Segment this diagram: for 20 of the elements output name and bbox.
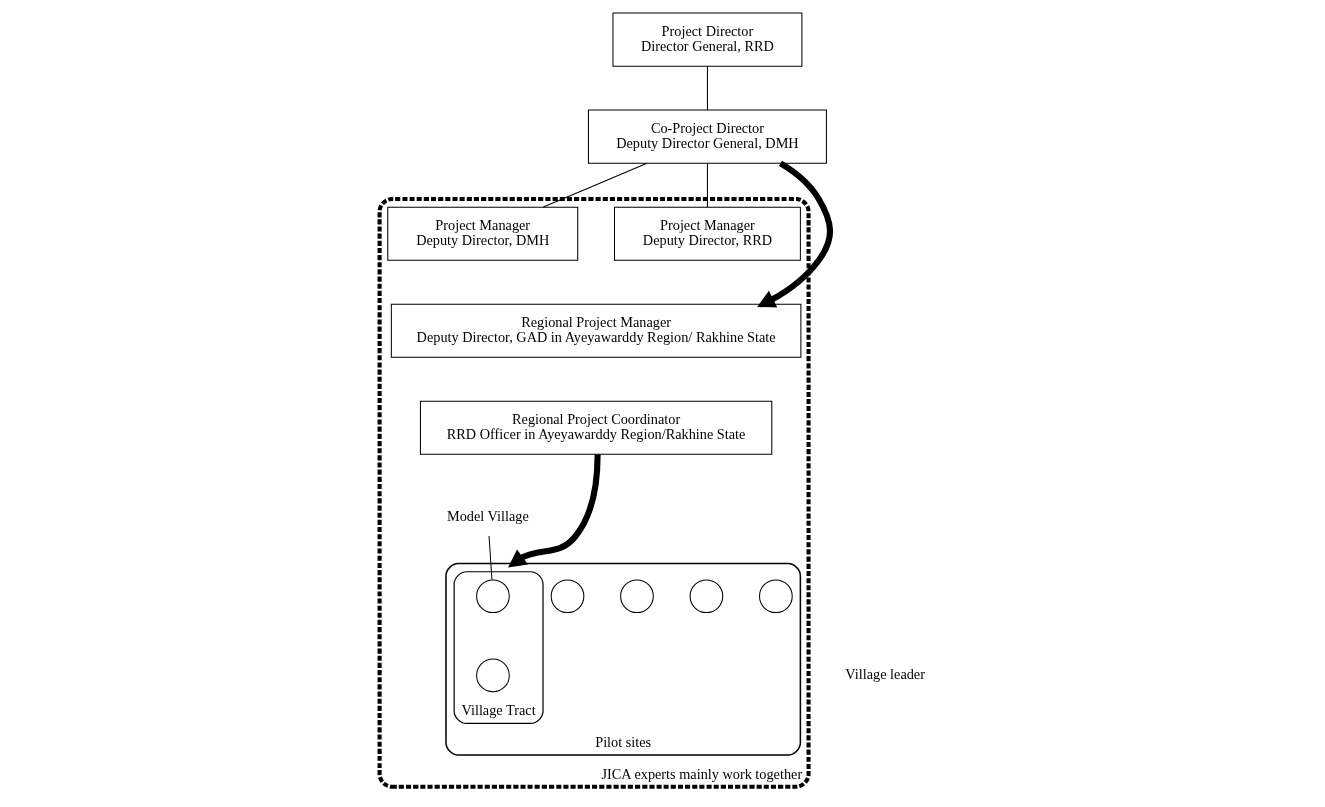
connector — [488, 535, 493, 580]
node-circle — [476, 658, 510, 692]
node-box: Co-Project Director Deputy Director General, DMH — [587, 109, 827, 164]
node-text: Model Village — [446, 507, 529, 524]
connector — [542, 162, 648, 208]
node-circle — [476, 578, 510, 613]
node-box: Regional Project Manager Deputy Director, GAD in Ayeyawarddy Region/ Rakhine State — [390, 303, 802, 358]
connector — [706, 162, 708, 208]
node-circle — [550, 578, 585, 613]
node-box: Project Director Director General, RRD — [612, 12, 803, 67]
cluster: Village Tract — [453, 570, 544, 724]
node-box: Regional Project Coordinator RRD Officer in Ayeyawarddy Region/Rakhine State — [419, 400, 773, 455]
connector — [706, 65, 708, 111]
legend-label: Village leader — [845, 665, 925, 682]
arrow — [508, 453, 601, 567]
node-box: Project Manager Deputy Director, DMH — [387, 206, 579, 261]
node-circle — [759, 578, 793, 613]
node-circle — [620, 578, 654, 613]
node-box: Project Manager Deputy Director, RRD — [614, 206, 801, 261]
node-circle — [689, 578, 724, 613]
